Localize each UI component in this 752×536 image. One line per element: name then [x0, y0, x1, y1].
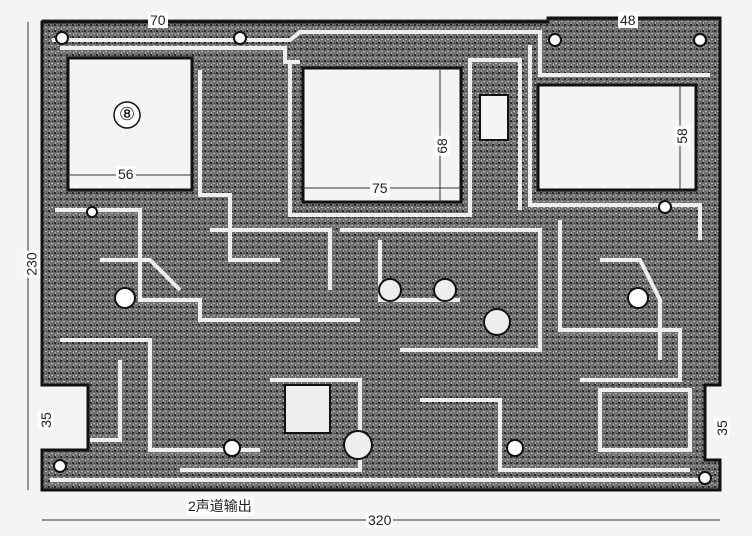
dim-left-cutout: 56 [116, 166, 136, 182]
dim-board-height: 230 [23, 250, 40, 278]
capacitors [284, 278, 511, 460]
dim-center-height: 68 [433, 136, 450, 156]
dim-top-right: 48 [618, 12, 638, 28]
figure-number: ⑧ [119, 104, 136, 124]
dim-bottom-left: 35 [37, 410, 54, 430]
cutout-center [301, 66, 463, 204]
figure-number-circle [113, 101, 141, 129]
dim-right-height: 58 [673, 126, 690, 146]
dim-board-width: 320 [366, 512, 394, 528]
dim-top-left: 70 [148, 12, 168, 28]
mounting-holes [53, 31, 712, 485]
caption-2-channel-output: 2声道输出 [186, 496, 254, 516]
copper-traces [50, 30, 710, 482]
cutout-right [536, 83, 698, 192]
dim-bottom-right: 35 [713, 418, 730, 438]
dim-center-width: 75 [370, 180, 390, 196]
cutout-right-slot [479, 94, 509, 141]
